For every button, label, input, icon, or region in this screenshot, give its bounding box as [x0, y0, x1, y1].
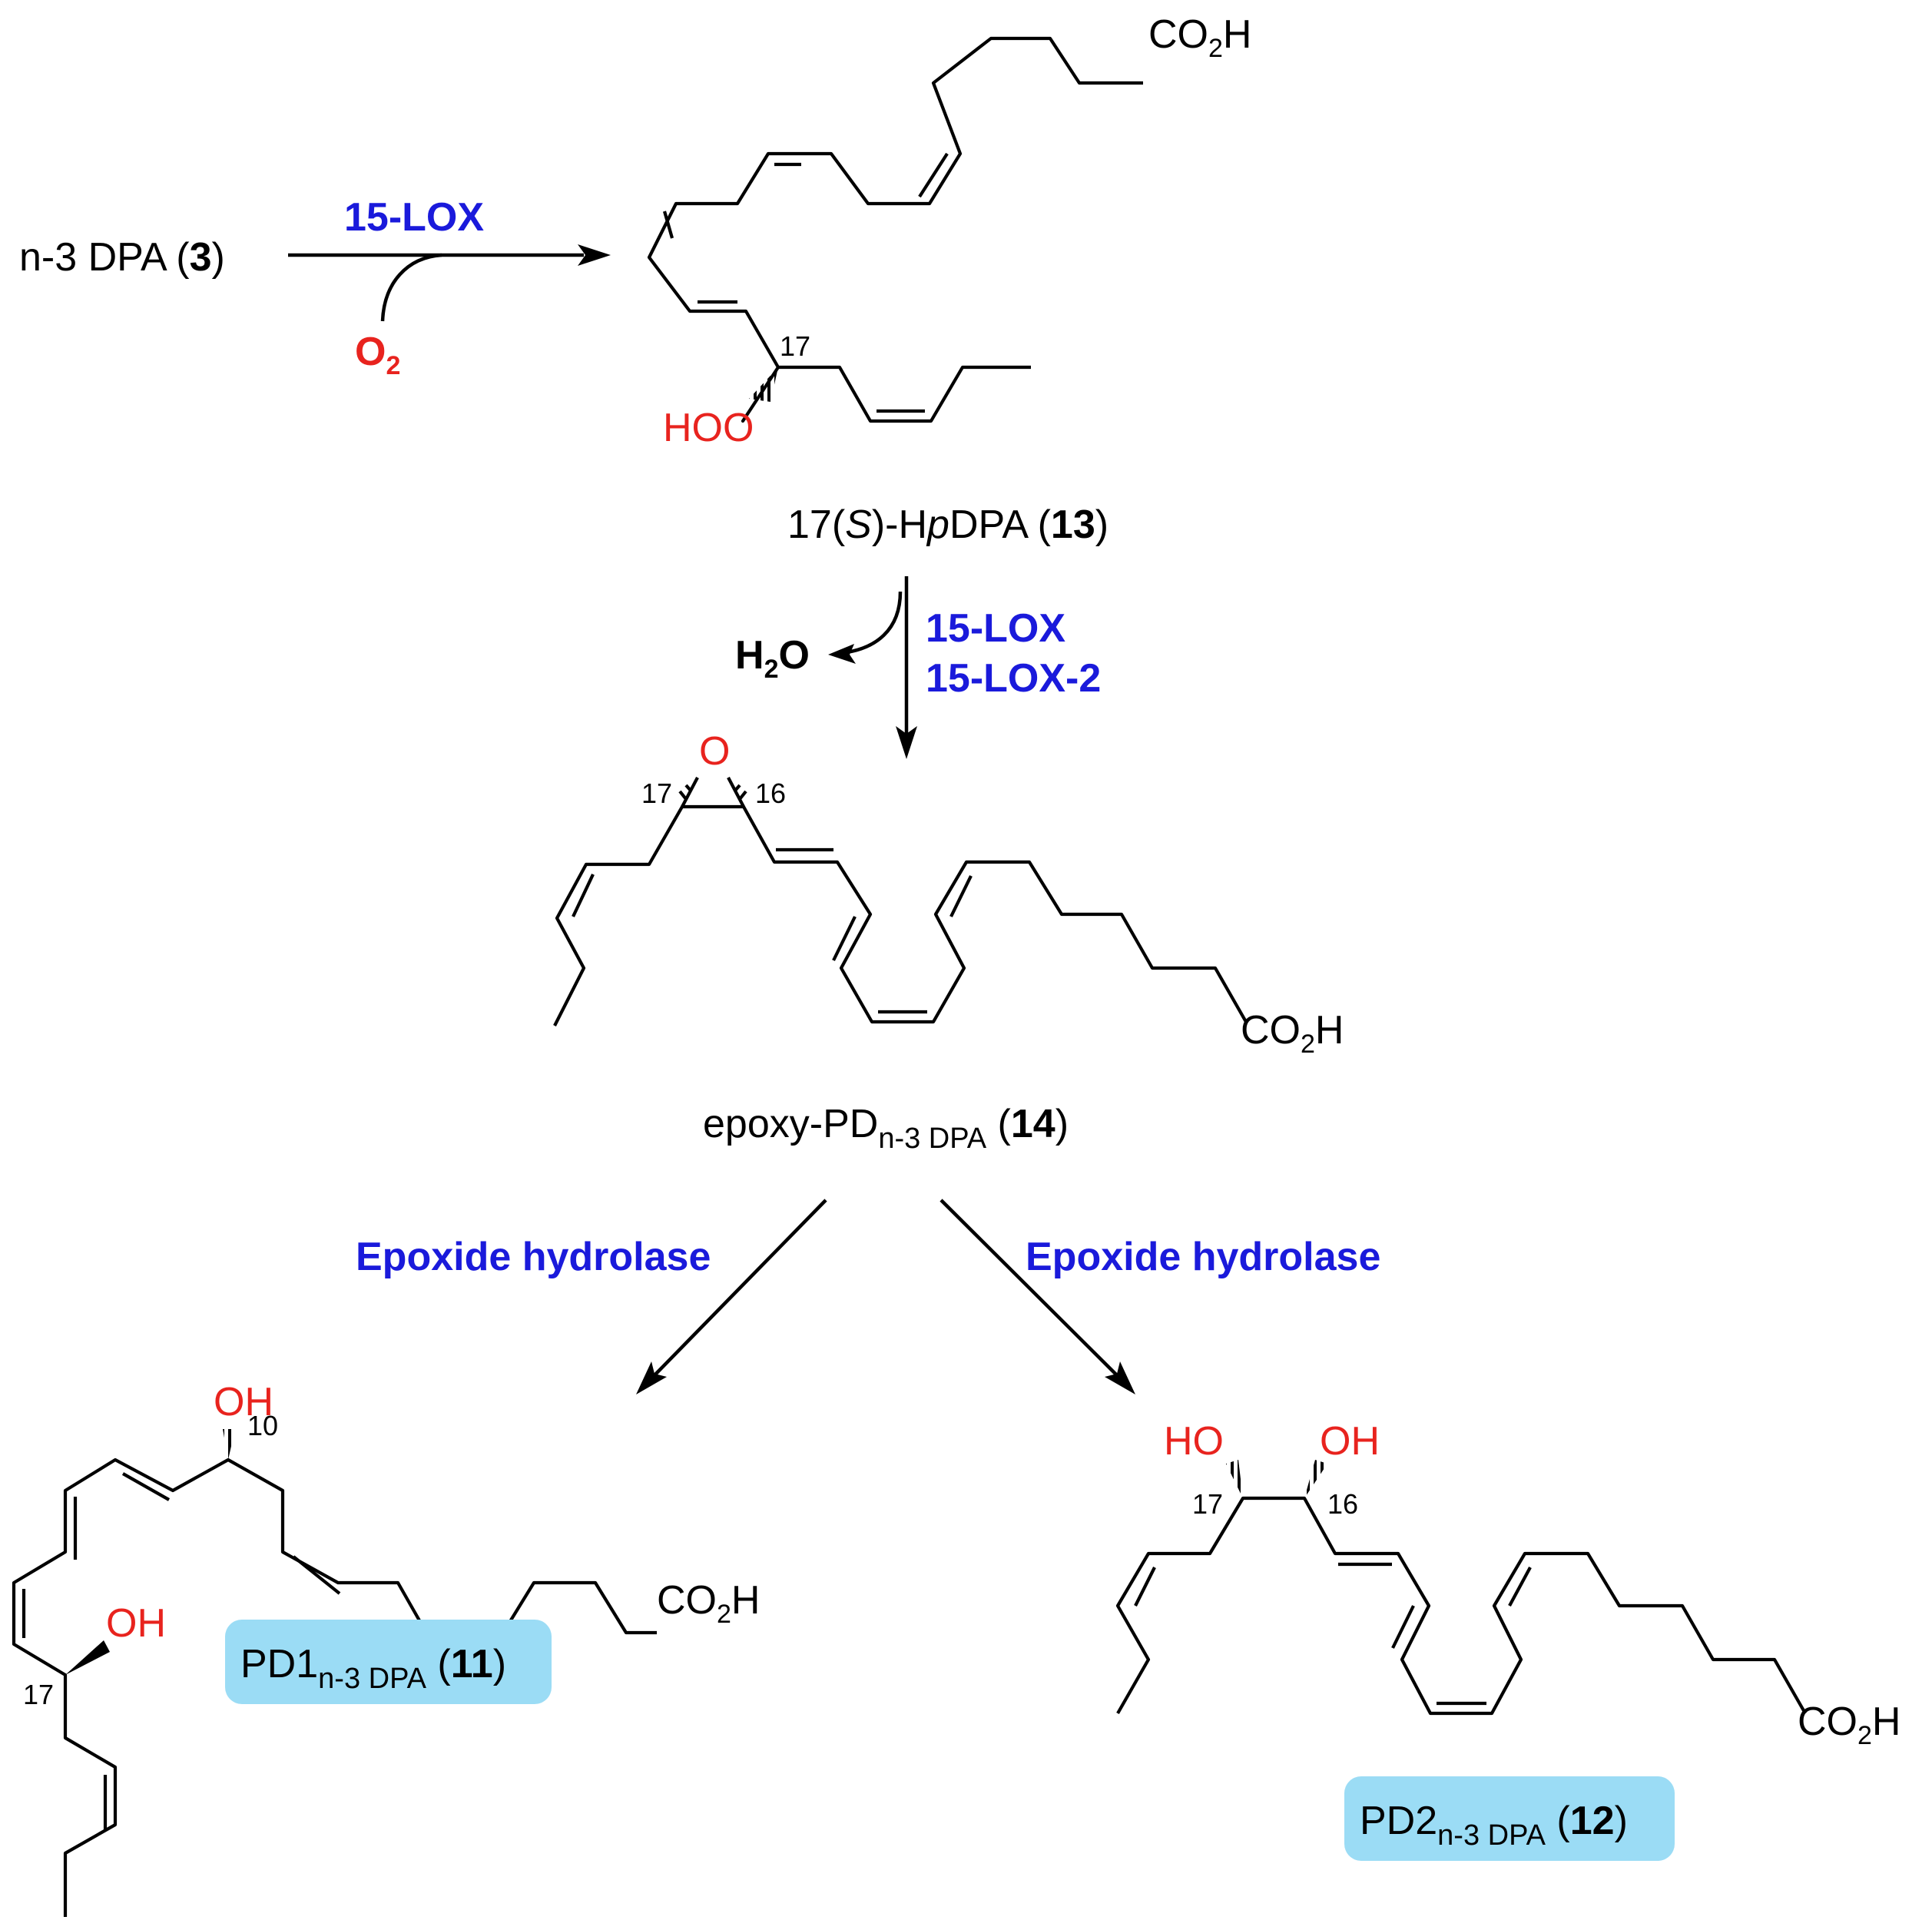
- hydroxyl-c10-label: OH: [214, 1380, 273, 1424]
- enzyme-label-15-lox: 15-LOX: [344, 195, 484, 240]
- carbon-17-label-13: 17: [780, 330, 810, 362]
- molecule-17s-hpdpa: [647, 36, 1143, 423]
- reaction-arrow-step2: [828, 576, 917, 759]
- co2h-label-13: CO2H: [1148, 12, 1251, 63]
- molecule-pd1-n3dpa: [12, 1429, 657, 1917]
- co2h-label-11: CO2H: [657, 1578, 760, 1629]
- svg-text:n-3 DPA (3): n-3 DPA (3): [19, 235, 225, 280]
- enzyme-label-epoxide-hydrolase-left: Epoxide hydrolase: [356, 1235, 711, 1279]
- hydroperoxy-label-13: HOO: [663, 406, 754, 450]
- compound-12-name: PD2n-3 DPA (12): [1360, 1799, 1628, 1852]
- reaction-arrow-to-pd2: [939, 1199, 1135, 1394]
- compound-11-name: PD1n-3 DPA (11): [240, 1642, 506, 1695]
- compound-14-name: epoxy-PDn-3 DPA (14): [703, 1102, 1069, 1155]
- carbon-17-label-11: 17: [23, 1679, 54, 1710]
- hydroxyl-c17-label-11: OH: [106, 1601, 166, 1646]
- carbon-16-label-12: 16: [1327, 1488, 1358, 1520]
- molecule-epoxy-pd-n3dpa: [553, 777, 1248, 1026]
- carbon-16-label-14: 16: [755, 778, 786, 809]
- hydroxyl-c17-label-12: HO: [1164, 1419, 1224, 1464]
- oxygen-reagent-label: O2: [355, 330, 400, 380]
- compound-11-badge: PD1n-3 DPA (11): [225, 1620, 552, 1704]
- carbon-17-label-12: 17: [1192, 1488, 1223, 1520]
- enzyme-label-15-lox-2: 15-LOX-2: [926, 656, 1101, 701]
- co2h-label-14: CO2H: [1241, 1008, 1344, 1059]
- start-compound-label: n-3 DPA (3): [19, 235, 225, 280]
- enzyme-label-epoxide-hydrolase-right: Epoxide hydrolase: [1026, 1235, 1380, 1279]
- reaction-arrow-to-pd1: [636, 1199, 827, 1394]
- reaction-arrow-step1: [288, 244, 611, 322]
- water-byproduct-label: H2O: [735, 633, 810, 684]
- enzyme-label-15-lox-step2: 15-LOX: [926, 606, 1065, 651]
- molecule-pd2-n3dpa: [1115, 1460, 1807, 1716]
- compound-13-name: 17(S)-HpDPA (13): [787, 502, 1108, 547]
- hydroxyl-c16-label-12: OH: [1320, 1419, 1380, 1464]
- carbon-17-label-14: 17: [641, 778, 672, 809]
- compound-12-badge: PD2n-3 DPA (12): [1344, 1776, 1675, 1861]
- carbon-10-label-11: 10: [247, 1410, 278, 1441]
- co2h-label-12: CO2H: [1798, 1700, 1901, 1750]
- epoxide-oxygen-label: O: [699, 729, 730, 774]
